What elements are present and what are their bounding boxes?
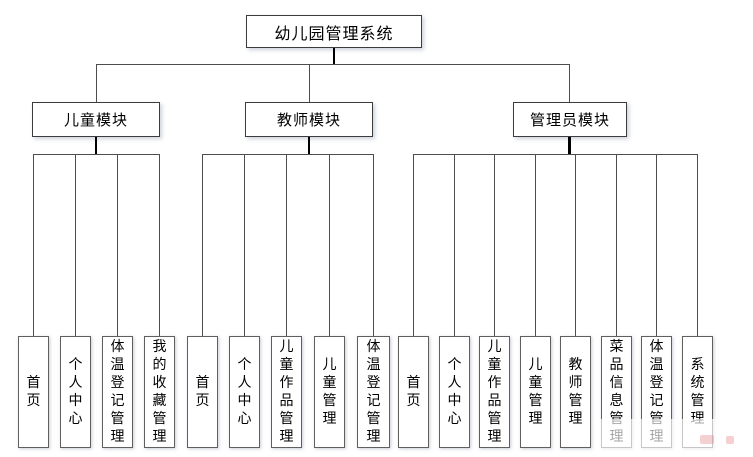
leaf-label: 个人中心: [447, 357, 462, 427]
watermark-mark: [726, 436, 734, 444]
leaf-label: 体温登记管理: [110, 339, 125, 445]
connector-line: [33, 154, 160, 155]
leaf-label: 个人中心: [68, 357, 83, 427]
connector-line: [413, 154, 698, 155]
watermark-overlay: [595, 419, 753, 457]
module-box-children: 儿童模块: [32, 102, 160, 137]
leaf-box-children-works-management: 儿童作品管理: [479, 336, 510, 448]
connector-line: [494, 154, 495, 336]
leaf-label: 首页: [195, 375, 210, 409]
connector-line: [96, 64, 570, 65]
leaf-box-temperature-management: 体温登记管理: [102, 336, 133, 448]
connector-line: [568, 137, 571, 154]
module-box-teacher: 教师模块: [245, 102, 373, 137]
module-label: 儿童模块: [63, 111, 128, 129]
connector-line: [159, 154, 160, 336]
module-box-admin: 管理员模块: [513, 102, 627, 137]
leaf-label: 系统管理: [690, 357, 705, 427]
connector-line: [333, 48, 335, 64]
leaf-box-children-management: 儿童管理: [314, 336, 345, 448]
connector-line: [286, 154, 287, 336]
leaf-label: 首页: [26, 375, 41, 409]
connector-line: [656, 154, 657, 336]
connector-line: [309, 64, 310, 102]
leaf-label: 教师管理: [568, 357, 583, 427]
leaf-box-teacher-management: 教师管理: [560, 336, 591, 448]
leaf-box-favorites-management: 我的收藏管理: [144, 336, 175, 448]
watermark-mark: [700, 435, 714, 444]
connector-line: [96, 64, 97, 102]
leaf-label: 首页: [406, 375, 421, 409]
leaf-label: 我的收藏管理: [152, 339, 167, 445]
connector-line: [33, 154, 34, 336]
connector-line: [95, 137, 97, 154]
connector-line: [535, 154, 536, 336]
connector-line: [413, 154, 414, 336]
module-label: 管理员模块: [529, 111, 610, 129]
root-node-box: 幼儿园管理系统: [246, 15, 422, 48]
leaf-box-personal-center: 个人中心: [60, 336, 91, 448]
leaf-label: 儿童作品管理: [279, 339, 294, 445]
leaf-box-home: 首页: [18, 336, 49, 448]
leaf-box-children-works-management: 儿童作品管理: [271, 336, 302, 448]
leaf-label: 儿童管理: [528, 357, 543, 427]
connector-line: [308, 137, 310, 154]
leaf-box-personal-center: 个人中心: [439, 336, 470, 448]
leaf-box-temperature-management: 体温登记管理: [357, 336, 390, 448]
module-label: 教师模块: [276, 111, 341, 129]
connector-line: [244, 154, 245, 336]
connector-line: [616, 154, 617, 336]
leaf-box-children-management: 儿童管理: [520, 336, 551, 448]
connector-line: [202, 154, 203, 336]
leaf-label: 儿童管理: [322, 357, 337, 427]
connector-line: [117, 154, 118, 336]
connector-line: [697, 154, 698, 336]
leaf-box-home: 首页: [187, 336, 218, 448]
connector-line: [202, 154, 373, 155]
connector-line: [569, 64, 570, 102]
leaf-label: 个人中心: [237, 357, 252, 427]
leaf-box-home: 首页: [398, 336, 429, 448]
leaf-box-personal-center: 个人中心: [229, 336, 260, 448]
connector-line: [329, 154, 330, 336]
connector-line: [575, 154, 576, 336]
connector-line: [75, 154, 76, 336]
connector-line: [373, 154, 374, 336]
leaf-label: 儿童作品管理: [487, 339, 502, 445]
leaf-label: 体温登记管理: [366, 339, 381, 445]
root-node-label: 幼儿园管理系统: [274, 23, 394, 43]
connector-line: [454, 154, 455, 336]
